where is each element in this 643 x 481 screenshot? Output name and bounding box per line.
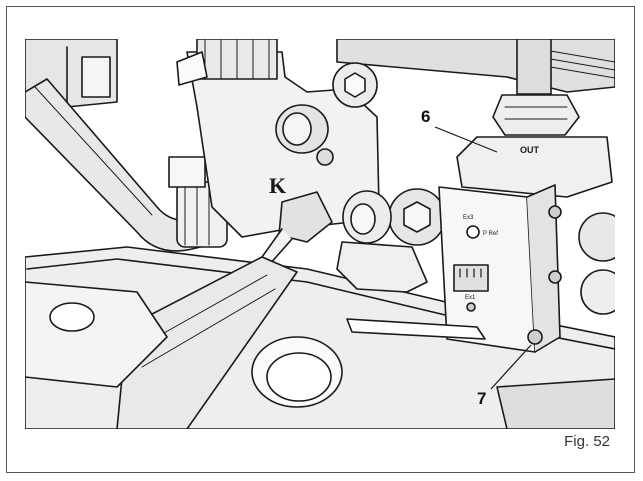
sensor-fitting — [278, 191, 333, 243]
connector-socket — [453, 264, 489, 292]
slot-strip — [346, 318, 486, 340]
leader-line-7 — [490, 344, 532, 390]
valve-lower-body — [336, 241, 428, 293]
pressure-port — [466, 225, 480, 239]
pressure-point — [466, 302, 476, 312]
leader-line-6 — [434, 126, 498, 153]
technical-drawing: K OUT Ex3 P Ref — [25, 39, 615, 429]
outlet-nut — [492, 94, 580, 136]
right-fitting — [580, 269, 615, 315]
small-screw — [316, 148, 334, 166]
valve-screw — [548, 205, 562, 219]
k-mark: K — [269, 173, 286, 198]
figure-caption: Fig. 52 — [564, 433, 610, 450]
bracket — [81, 56, 111, 98]
right-fitting — [578, 212, 615, 262]
figure-frame: K OUT Ex3 P Ref — [6, 6, 635, 473]
outlet-pipe — [516, 39, 552, 95]
valve-screw-7 — [527, 329, 543, 345]
slotted-bracket — [116, 256, 298, 429]
pad-hole — [49, 302, 95, 332]
valve-screw — [548, 270, 562, 284]
connector-top-label: Ex3 — [463, 215, 474, 221]
out-label: OUT — [520, 145, 540, 155]
top-right-panel — [336, 39, 615, 93]
clip-top — [168, 156, 206, 188]
lower-right-box — [496, 378, 615, 429]
valve-clip — [176, 51, 208, 86]
connector-pref-label: P Ref — [483, 231, 498, 237]
connector-bottom-label: Ex1 — [465, 295, 476, 301]
callout-6: 6 — [421, 107, 431, 126]
callout-7: 7 — [477, 389, 487, 408]
